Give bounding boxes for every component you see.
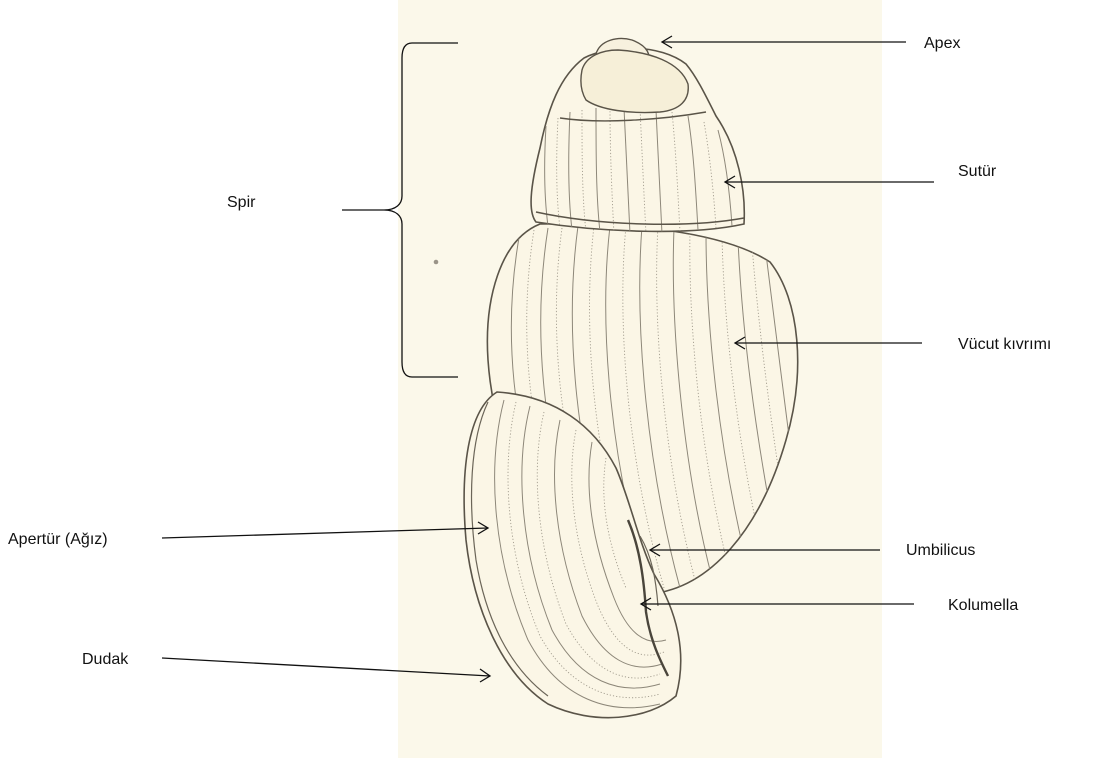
label-umbilicus: Umbilicus	[906, 542, 975, 559]
speck	[434, 260, 439, 265]
label-sutur: Sutür	[958, 163, 997, 180]
label-kolumella: Kolumella	[948, 597, 1018, 614]
label-apex: Apex	[924, 35, 960, 52]
label-vucut: Vücut kıvrımı	[958, 336, 1051, 353]
label-apertur: Apertür (Ağız)	[8, 531, 108, 548]
label-spir: Spir	[227, 194, 256, 211]
label-dudak: Dudak	[82, 651, 129, 668]
